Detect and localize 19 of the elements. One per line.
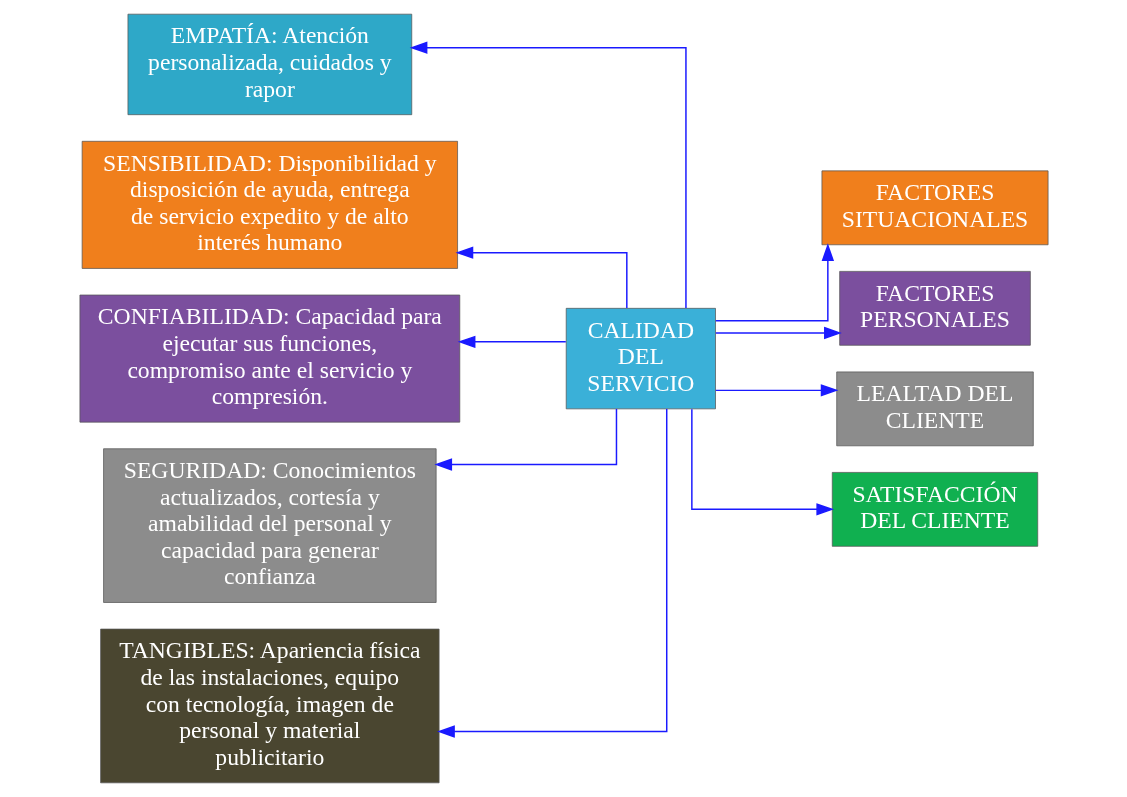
arrow <box>409 41 687 309</box>
arrow <box>436 408 667 738</box>
arrow <box>690 408 834 516</box>
arrow <box>714 384 838 397</box>
node-box: CONFIABILIDAD: Capacidad para ejecutar sus funciones, compromiso ante el servicio y compresión. <box>79 294 460 423</box>
arrow <box>714 243 834 322</box>
node-box: SATISFACCIÓN DEL CLIENTE <box>831 472 1038 547</box>
node-box: FACTORES SITUACIONALES <box>821 170 1048 246</box>
node-box: SEGURIDAD: Conocimientos actualizados, cortesía y amabilidad del personal y capacidad para generar confianza <box>102 448 436 603</box>
arrow <box>433 408 617 471</box>
node-box: SENSIBILIDAD: Disponibilidad y disposición de ayuda, entrega de servicio expedito y de alto interés humano <box>81 140 458 269</box>
arrow <box>714 326 842 340</box>
node-box: LEALTAD DEL CLIENTE <box>835 371 1034 447</box>
arrow <box>455 246 628 309</box>
node-box: FACTORES PERSONALES <box>838 271 1031 346</box>
node-box: CALIDAD DEL SERVICIO <box>565 307 716 410</box>
node-box: EMPATÍA: Atención personalizada, cuidados y rapor <box>127 13 412 116</box>
arrow <box>457 335 567 349</box>
node-box: TANGIBLES: Apariencia física de las instalaciones, equipo con tecnología, imagen de personal y material publicitario <box>99 628 439 784</box>
